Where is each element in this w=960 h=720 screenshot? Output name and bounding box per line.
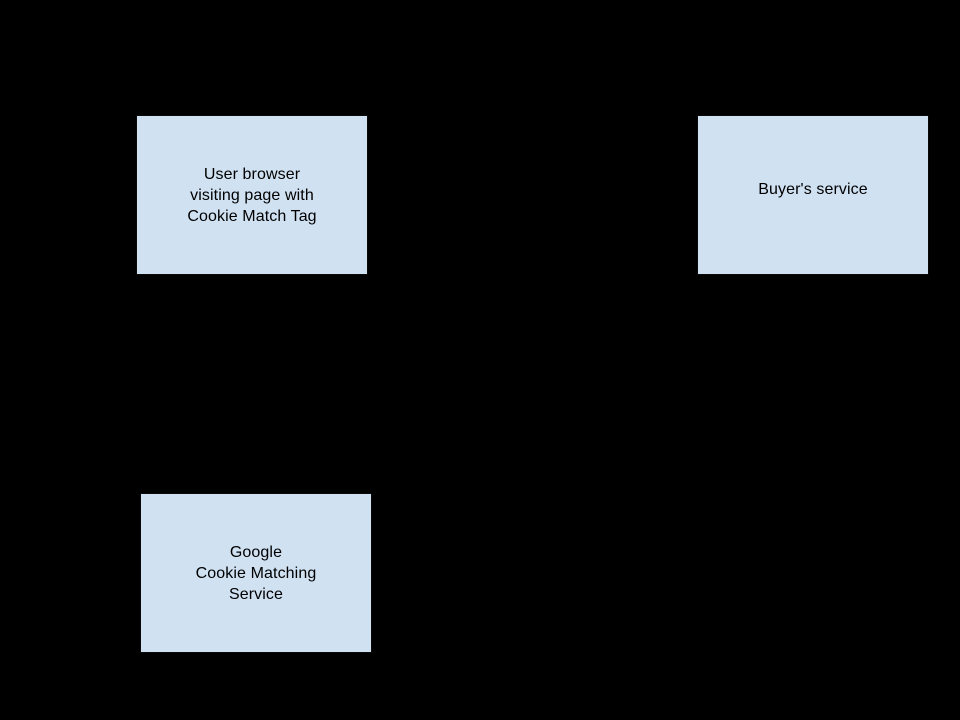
node-google-cookie-matching-service-label: Google Cookie Matching Service xyxy=(195,543,317,603)
node-buyers-service[interactable]: Buyer's service xyxy=(697,115,929,275)
node-user-browser[interactable]: User browser visiting page with Cookie M… xyxy=(136,115,368,275)
node-user-browser-label: User browser visiting page with Cookie M… xyxy=(187,165,317,225)
node-google-cookie-matching-service[interactable]: Google Cookie Matching Service xyxy=(140,493,372,653)
connector-user-browser-to-google-cookie-matching-service xyxy=(251,274,257,494)
connector-buyers-service-to-google-cookie-matching-service xyxy=(371,274,814,574)
node-buyers-service-label: Buyer's service xyxy=(758,181,868,198)
